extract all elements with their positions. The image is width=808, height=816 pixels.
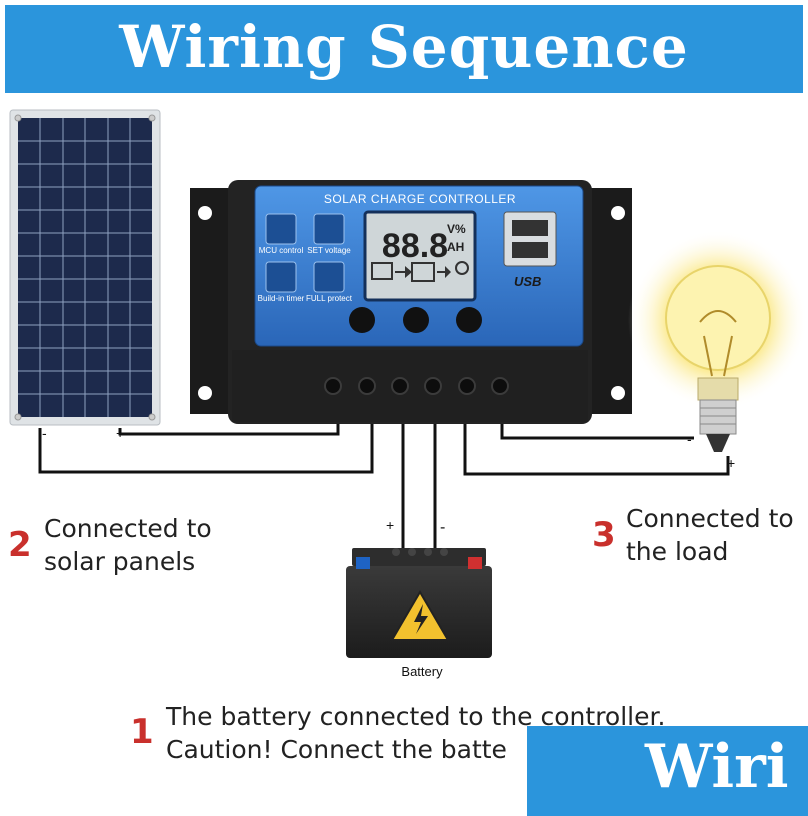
- charge-controller: 88.8 V% AH MCU control Build-in timer SE…: [190, 180, 632, 424]
- page-title: Wiring Sequence: [119, 13, 689, 81]
- step-2-number: 2: [8, 525, 32, 565]
- solar-panel: [9, 109, 161, 426]
- step-3-text: Connected to the load: [626, 502, 794, 568]
- lcd-digits: 88.8: [382, 227, 448, 265]
- wires: [38, 424, 730, 550]
- ok-button: [403, 307, 429, 333]
- timer-label: Build-in timer: [258, 294, 305, 303]
- lcd-unit-top: V%: [447, 222, 466, 236]
- usb-label: USB: [514, 274, 541, 289]
- timer-icon: [265, 261, 297, 293]
- lock-icon: [313, 261, 345, 293]
- title-banner: Wiring Sequence: [5, 5, 803, 93]
- battery-positive: +: [386, 517, 394, 533]
- battery: [346, 548, 492, 658]
- battery-label: Battery: [401, 664, 443, 679]
- panel-positive: +: [116, 425, 124, 441]
- light-bulb: [628, 230, 808, 452]
- mcu-icon: [265, 213, 297, 245]
- load-negative: -: [687, 431, 692, 447]
- panel-negative: -: [42, 425, 47, 441]
- set-voltage-label: SET voltage: [307, 246, 351, 255]
- corner-title-banner: Wiri: [527, 726, 808, 816]
- mcu-label: MCU control: [259, 246, 304, 255]
- step-3-number: 3: [592, 515, 616, 555]
- step-2-line-1: Connected to: [44, 514, 212, 543]
- step-1-number: 1: [130, 712, 154, 752]
- step-1-line-2: Caution! Connect the batte: [166, 735, 507, 764]
- lcd-status-icons: [371, 261, 469, 282]
- battery-negative: -: [440, 519, 445, 536]
- step-2-line-2: solar panels: [44, 547, 196, 576]
- menu-button: [349, 307, 375, 333]
- step-1-text: The battery connected to the controller.…: [166, 700, 665, 766]
- corner-title: Wiri: [645, 732, 789, 802]
- step-3-line-1: Connected to: [626, 504, 794, 533]
- step-3-line-2: the load: [626, 537, 729, 566]
- load-positive: +: [727, 455, 735, 471]
- down-button: [456, 307, 482, 333]
- set-voltage-icon: [313, 213, 345, 245]
- full-protect-label: FULL protect: [306, 294, 353, 303]
- controller-header: SOLAR CHARGE CONTROLLER: [324, 192, 516, 206]
- lcd-unit-bottom: AH: [447, 240, 464, 254]
- step-2-text: Connected to solar panels: [44, 512, 212, 578]
